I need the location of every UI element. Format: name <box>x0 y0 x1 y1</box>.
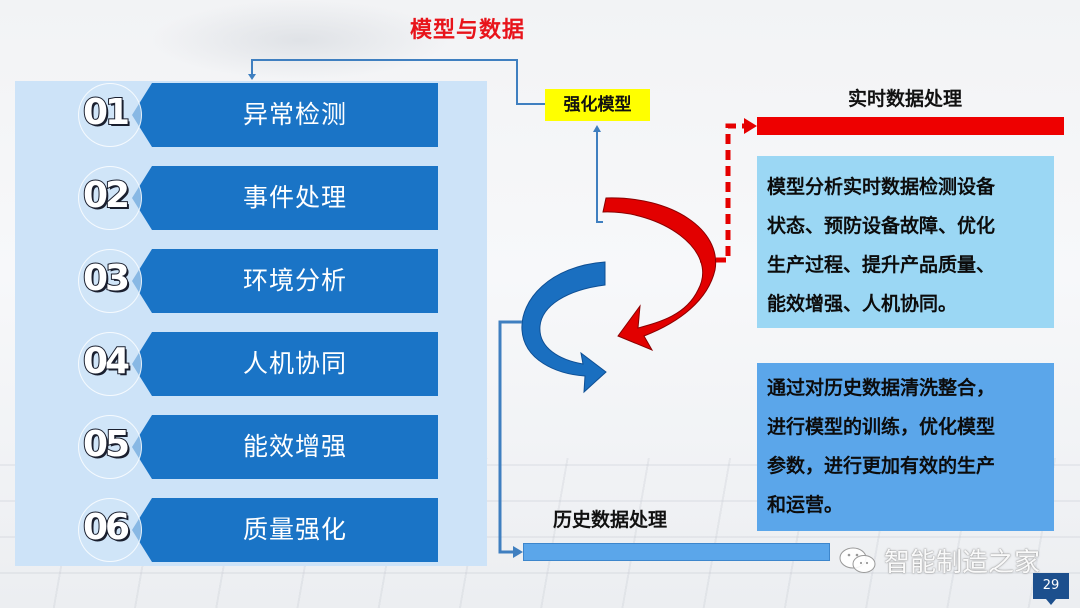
realtime-bar <box>757 117 1064 135</box>
wechat-icon <box>839 547 876 573</box>
capability-number: 01 <box>82 91 131 134</box>
capability-number: 06 <box>82 506 131 549</box>
page-number-badge: 29 <box>1033 573 1069 605</box>
blue-cycle-arrow <box>521 261 607 394</box>
number-circle <box>78 415 142 479</box>
realtime-title: 实时数据处理 <box>848 88 963 110</box>
number-circle <box>78 498 142 562</box>
realtime-line: 生产过程、提升产品质量、 <box>767 254 996 276</box>
history-line: 和运营。 <box>767 494 844 516</box>
model-up-connector <box>593 125 603 223</box>
history-line: 通过对历史数据清洗整合， <box>767 377 996 399</box>
strengthen-model-tag: 强化模型 <box>545 89 650 121</box>
capabilities-panel: 01 异常检测 02 事件处理 03 环境分析 04 人机协同 05 能效增强 … <box>15 81 487 566</box>
capability-item: 06 质量强化 <box>15 498 487 562</box>
capability-item: 03 环境分析 <box>15 249 487 313</box>
realtime-description-box: 模型分析实时数据检测设备 状态、预防设备故障、优化 生产过程、提升产品质量、 能… <box>757 156 1054 328</box>
slide-title: 模型与数据 <box>410 18 526 43</box>
capability-bar <box>132 332 438 396</box>
history-line: 参数，进行更加有效的生产 <box>767 455 996 477</box>
capability-bar <box>132 249 438 313</box>
number-circle <box>78 83 142 147</box>
capability-label: 能效增强 <box>242 432 347 461</box>
watermark: 智能制造之家 <box>838 542 1040 579</box>
capability-bar <box>132 498 438 562</box>
capability-item: 02 事件处理 <box>15 166 487 230</box>
history-description-box: 通过对历史数据清洗整合， 进行模型的训练，优化模型 参数，进行更加有效的生产 和… <box>757 363 1054 531</box>
capability-number: 05 <box>82 423 131 466</box>
capability-item: 04 人机协同 <box>15 332 487 396</box>
capability-label: 人机协同 <box>242 349 347 378</box>
number-circle <box>78 249 142 313</box>
realtime-dashed-connector <box>700 123 745 263</box>
red-cycle-arrow <box>602 197 717 352</box>
background-map-decoration <box>150 0 450 80</box>
number-circle <box>78 166 142 230</box>
capability-number: 02 <box>82 174 131 217</box>
capability-label: 异常检测 <box>242 100 347 129</box>
capability-label: 事件处理 <box>242 183 347 212</box>
history-title: 历史数据处理 <box>553 509 668 531</box>
capability-item: 01 异常检测 <box>15 83 487 147</box>
capability-bar <box>132 415 438 479</box>
realtime-arrowhead <box>744 118 757 134</box>
watermark-text: 智能制造之家 <box>884 548 1041 578</box>
capability-number: 03 <box>82 257 131 300</box>
capability-label: 质量强化 <box>242 515 347 544</box>
realtime-line: 能效增强、人机协同。 <box>767 293 958 315</box>
number-circle <box>78 332 142 396</box>
history-bar <box>523 543 830 561</box>
capability-number: 04 <box>82 340 131 383</box>
capability-label: 环境分析 <box>242 266 347 295</box>
history-line: 进行模型的训练，优化模型 <box>767 416 996 438</box>
realtime-line: 模型分析实时数据检测设备 <box>767 176 996 198</box>
realtime-line: 状态、预防设备故障、优化 <box>767 215 996 237</box>
capability-item: 05 能效增强 <box>15 415 487 479</box>
capability-bar <box>132 166 438 230</box>
